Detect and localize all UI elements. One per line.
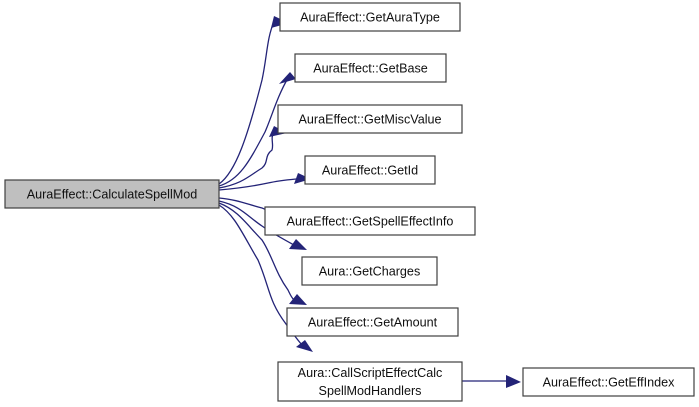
- node-label-line1: Aura::CallScriptEffectCalc: [298, 366, 443, 380]
- node-label: AuraEffect::GetBase: [313, 61, 428, 75]
- edge-source-to-get-base: [218, 72, 296, 187]
- node-box[interactable]: [294, 53, 447, 83]
- node-label: AuraEffect::GetSpellEffectInfo: [287, 214, 454, 228]
- node-get-misc-value[interactable]: AuraEffect::GetMiscValue: [277, 104, 463, 134]
- edge-source-to-get-amount: [218, 202, 307, 305]
- edge-source-to-get-charges: [218, 200, 307, 250]
- arrowhead-icon: [289, 239, 307, 250]
- arrowhead-icon: [289, 294, 307, 305]
- node-label: AuraEffect::GetAuraType: [300, 10, 440, 24]
- node-get-aura-type[interactable]: AuraEffect::GetAuraType: [279, 2, 461, 32]
- node-label: AuraEffect::CalculateSpellMod: [27, 187, 198, 201]
- edge-line: [218, 21, 275, 185]
- node-box[interactable]: [522, 367, 695, 397]
- node-label: AuraEffect::GetEffIndex: [543, 375, 676, 389]
- node-label: Aura::GetCharges: [319, 264, 421, 278]
- node-label: AuraEffect::GetMiscValue: [298, 112, 441, 126]
- node-label-line2: SpellModHandlers: [319, 384, 422, 398]
- arrowhead-icon: [506, 375, 521, 388]
- node-get-eff-index[interactable]: AuraEffect::GetEffIndex: [522, 367, 695, 397]
- arrowhead-icon: [294, 173, 311, 184]
- node-box[interactable]: [264, 206, 476, 236]
- node-box[interactable]: [279, 2, 461, 32]
- node-box[interactable]: [286, 307, 459, 337]
- node-get-amount[interactable]: AuraEffect::GetAmount: [286, 307, 459, 337]
- node-label: AuraEffect::GetId: [322, 163, 418, 177]
- arrowhead-icon: [296, 340, 313, 352]
- node-box[interactable]: [4, 179, 220, 209]
- edge-line: [218, 200, 295, 246]
- edge-source-to-get-misc-value: [218, 126, 287, 189]
- edge-line: [218, 77, 289, 187]
- edge-line: [218, 131, 275, 189]
- edge-line: [218, 178, 297, 191]
- edge-line: [218, 202, 295, 301]
- node-get-id[interactable]: AuraEffect::GetId: [304, 155, 436, 185]
- node-get-spell-effect-info[interactable]: AuraEffect::GetSpellEffectInfo: [264, 206, 476, 236]
- node-label: AuraEffect::GetAmount: [308, 315, 438, 329]
- node-box[interactable]: [277, 361, 463, 402]
- node-box[interactable]: [301, 256, 438, 286]
- edge-call-script-effect-calc-spell-mod-handlers-to-get-eff-index: [462, 375, 521, 388]
- node-call-script-effect-calc-spell-mod-handlers[interactable]: Aura::CallScriptEffectCalcSpellModHandle…: [277, 361, 463, 402]
- edge-source-to-get-aura-type: [218, 16, 289, 185]
- arrowhead-icon: [279, 72, 296, 84]
- node-source[interactable]: AuraEffect::CalculateSpellMod: [4, 179, 220, 209]
- node-get-base[interactable]: AuraEffect::GetBase: [294, 53, 447, 83]
- node-get-charges[interactable]: Aura::GetCharges: [301, 256, 438, 286]
- node-box[interactable]: [277, 104, 463, 134]
- node-box[interactable]: [304, 155, 436, 185]
- edge-source-to-get-id: [218, 173, 311, 191]
- nodes-layer: AuraEffect::CalculateSpellModAuraEffect:…: [4, 2, 695, 402]
